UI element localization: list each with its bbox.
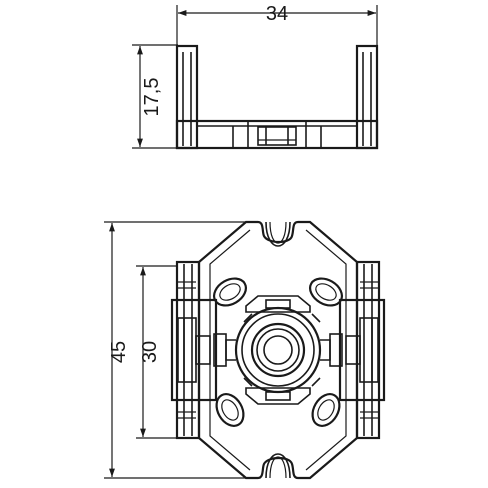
mounting-slots: [213, 277, 343, 427]
base-plate: [175, 119, 379, 150]
center-latch: [247, 120, 307, 149]
socket-inner-ring: [250, 322, 306, 378]
right-rail: [338, 260, 386, 440]
left-latch: [170, 298, 218, 402]
width-dimension-label: 34: [266, 3, 288, 25]
total-height-dimension-label: 45: [108, 341, 130, 363]
central-socket: [213, 295, 343, 405]
right-wall: [355, 44, 379, 150]
mounting-plate-outline: [197, 220, 359, 480]
side-height-dimension-label: 17,5: [141, 78, 163, 117]
socket-outer-ring: [234, 306, 322, 394]
top-notch: [265, 221, 291, 247]
socket-center-hole: [263, 335, 293, 365]
left-rail: [170, 260, 218, 440]
left-wall: [175, 44, 199, 150]
bottom-notch: [265, 453, 291, 479]
slot-top-right: [309, 277, 343, 307]
slot-bottom-right: [311, 393, 341, 427]
right-latch: [338, 298, 386, 402]
plan-view: 45 30: [104, 220, 386, 480]
side-elevation-view: 34 17,5: [132, 3, 379, 150]
connector-body-side: [175, 44, 379, 150]
inner-height-dimension-label: 30: [139, 341, 161, 363]
slot-bottom-left: [215, 393, 245, 427]
slot-top-left: [213, 277, 247, 307]
